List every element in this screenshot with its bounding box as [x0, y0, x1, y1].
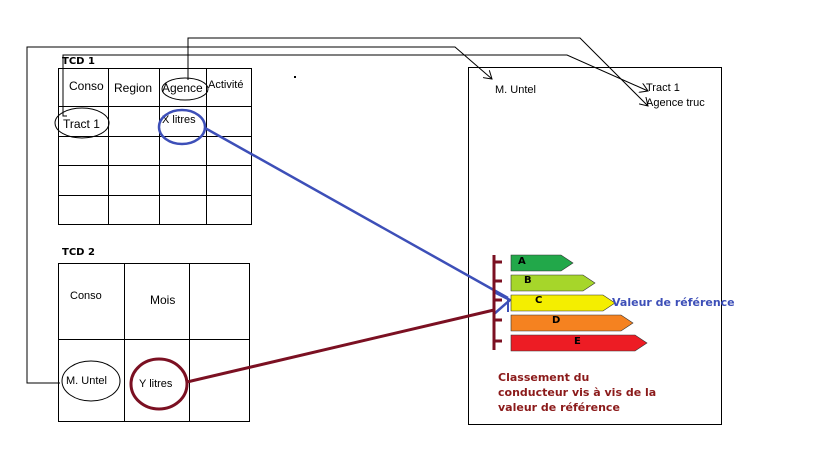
connector-driver-to-panel — [26, 46, 492, 384]
tcd2-col-divider — [124, 263, 125, 422]
energy-bar-label-b: B — [524, 275, 532, 286]
ellipse-y-litres — [129, 357, 189, 411]
tcd1-header-conso: Conso — [69, 79, 104, 93]
ranking-caption-line: valeur de référence — [498, 401, 620, 414]
tcd1-row-divider — [58, 195, 252, 196]
reference-value-label: Valeur de référence — [612, 296, 735, 309]
tcd1-header-activite: Activité — [208, 79, 244, 91]
ranking-caption-line: conducteur vis à vis de la — [498, 386, 657, 399]
tcd2-cell-y-litres: Y litres — [139, 378, 173, 390]
blue-arrow-head — [493, 290, 513, 315]
energy-bar-label-e: E — [574, 336, 581, 347]
tcd2-row-divider — [58, 339, 250, 340]
panel-agency-label: Agence truc — [646, 97, 705, 109]
tcd2-title: TCD 2 — [62, 247, 95, 258]
red-arrow-line — [186, 308, 495, 384]
tcd1-table — [58, 68, 252, 225]
tcd1-col-divider — [108, 68, 109, 225]
energy-bar-a — [510, 254, 574, 272]
connector-agence-to-agency — [187, 37, 648, 106]
tcd2-header-mois: Mois — [150, 293, 176, 307]
energy-bar-label-c: C — [535, 295, 543, 306]
tcd1-cell-tract: Tract 1 — [63, 117, 100, 131]
ranking-caption: Classement du conducteur vis à vis de la… — [498, 370, 656, 415]
tcd1-header-region: Region — [114, 81, 153, 95]
energy-bar-c — [510, 294, 616, 312]
tcd2-table — [58, 263, 250, 422]
tcd1-row-divider — [58, 106, 252, 107]
tcd1-cell-x-litres: X litres — [162, 114, 196, 126]
energy-bar-label-d: D — [552, 315, 561, 326]
energy-bar-d — [510, 314, 634, 332]
tcd2-cell-driver: M. Untel — [66, 375, 107, 387]
ellipse-tract — [54, 107, 110, 139]
ellipse-agence — [161, 77, 209, 101]
tcd1-col-divider — [206, 68, 207, 225]
tcd2-col-divider — [189, 263, 190, 422]
tcd1-row-divider — [58, 165, 252, 166]
energy-bar-label-a: A — [518, 256, 526, 267]
blue-arrow-line — [204, 126, 509, 300]
tcd1-header-agence: Agence — [162, 81, 203, 95]
tcd1-row-divider — [58, 136, 252, 137]
panel-driver-name: M. Untel — [495, 84, 536, 96]
ranking-caption-line: Classement du — [498, 371, 590, 384]
ellipse-driver — [61, 360, 121, 402]
ellipse-x-litres — [157, 108, 207, 146]
tcd1-col-divider — [159, 68, 160, 225]
tcd2-header-conso: Conso — [70, 290, 102, 302]
stray-dot — [294, 76, 296, 78]
energy-bar-e — [510, 334, 648, 352]
energy-scale-axis — [492, 255, 502, 350]
energy-bar-b — [510, 274, 596, 292]
panel-tract-label: Tract 1 — [646, 82, 680, 94]
connector-tract-to-tract — [62, 54, 648, 117]
tcd1-title: TCD 1 — [62, 56, 95, 67]
